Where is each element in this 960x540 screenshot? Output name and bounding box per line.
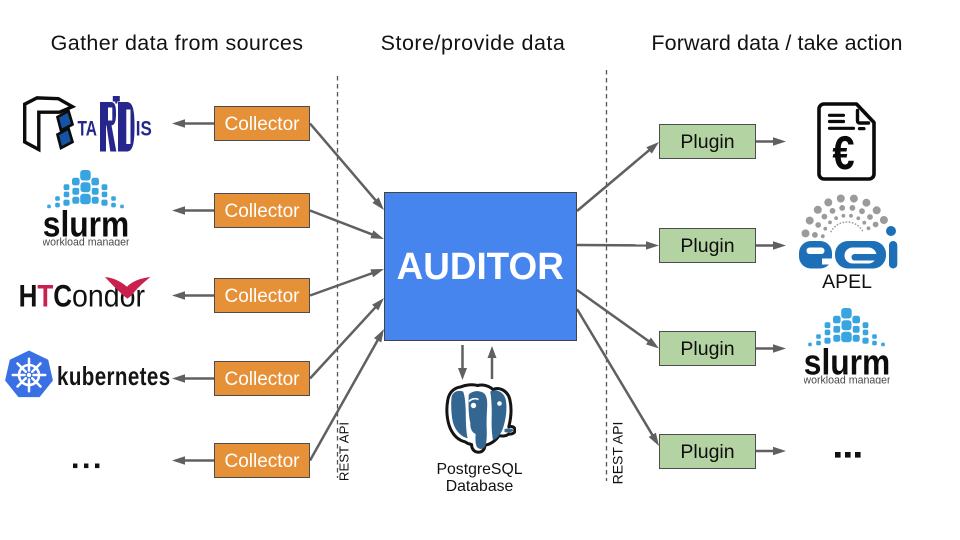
svg-text:HTC: HTC — [19, 277, 73, 313]
svg-text:IS: IS — [136, 118, 152, 141]
svg-text:REST API: REST API — [610, 422, 626, 485]
svg-text:REST API: REST API — [337, 422, 352, 481]
svg-text:€: € — [832, 128, 854, 180]
svg-text:APEL: APEL — [822, 271, 872, 292]
svg-text:TA: TA — [78, 118, 98, 141]
